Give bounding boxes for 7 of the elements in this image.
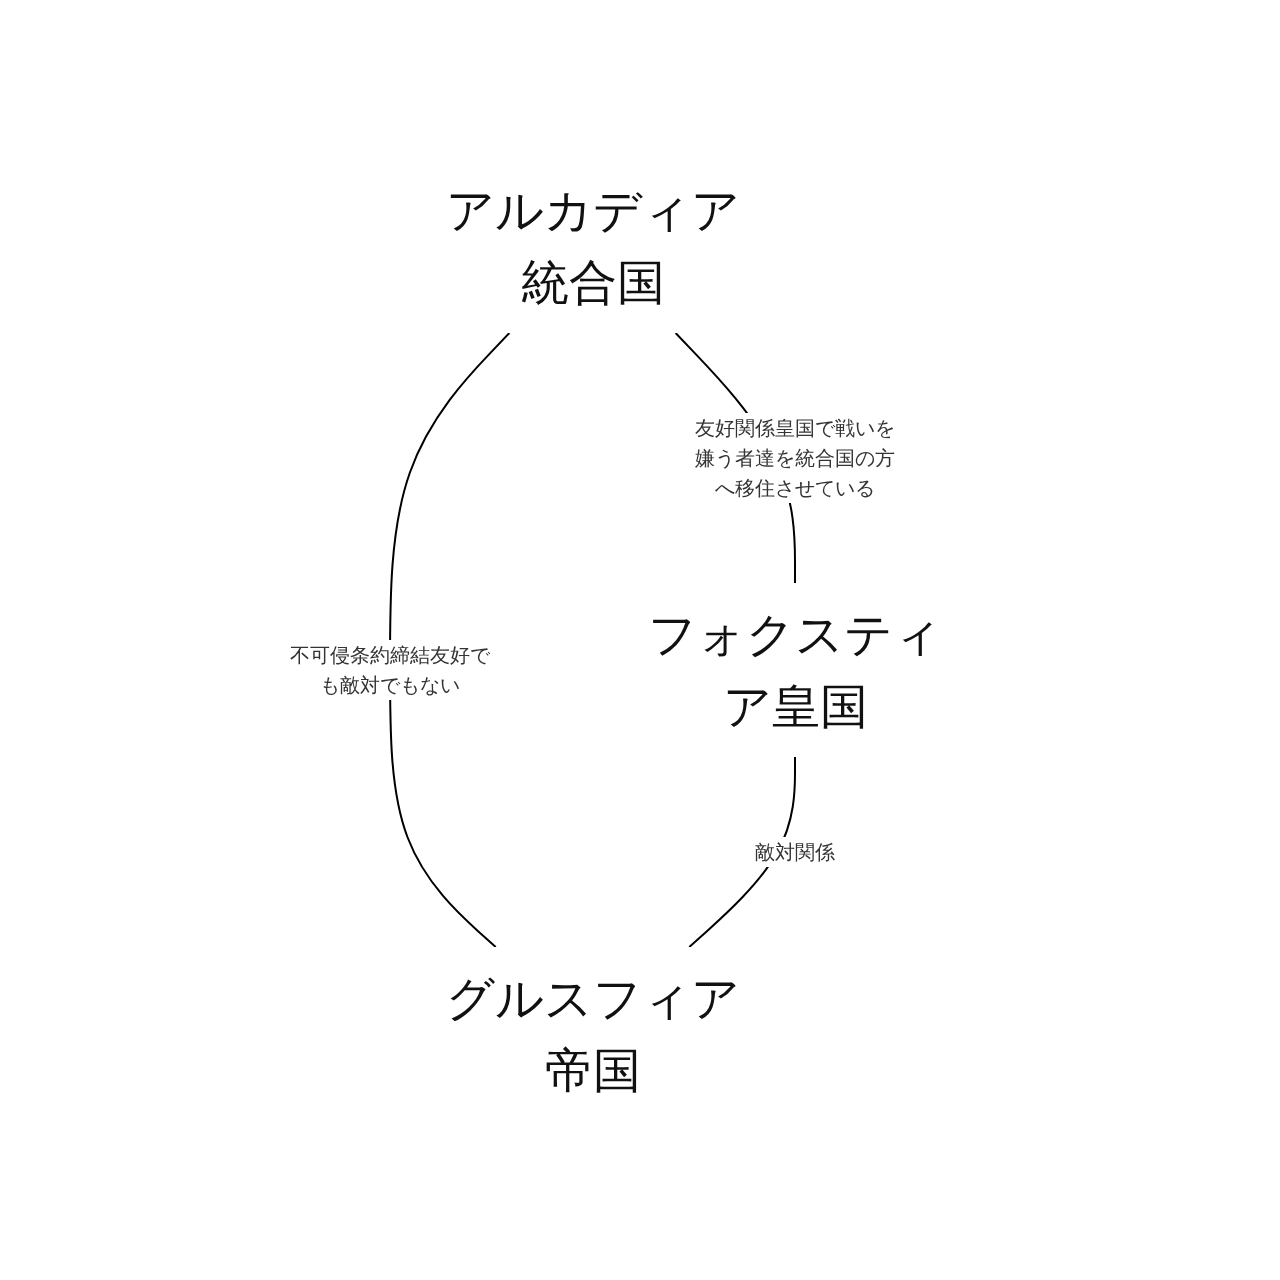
connector: [389, 332, 511, 948]
edge-label: 敵対関係: [755, 840, 835, 864]
edge-label: 不可侵条約締結友好でも敵対でもない: [290, 643, 490, 697]
node-text: グルスフィア帝国: [445, 970, 740, 1098]
node-text: フォクスティア皇国: [648, 606, 942, 734]
node-text: アルカディア統合国: [445, 182, 740, 310]
edge-label: 友好関係皇国で戦いを嫌う者達を統合国の方へ移住させている: [695, 416, 895, 500]
